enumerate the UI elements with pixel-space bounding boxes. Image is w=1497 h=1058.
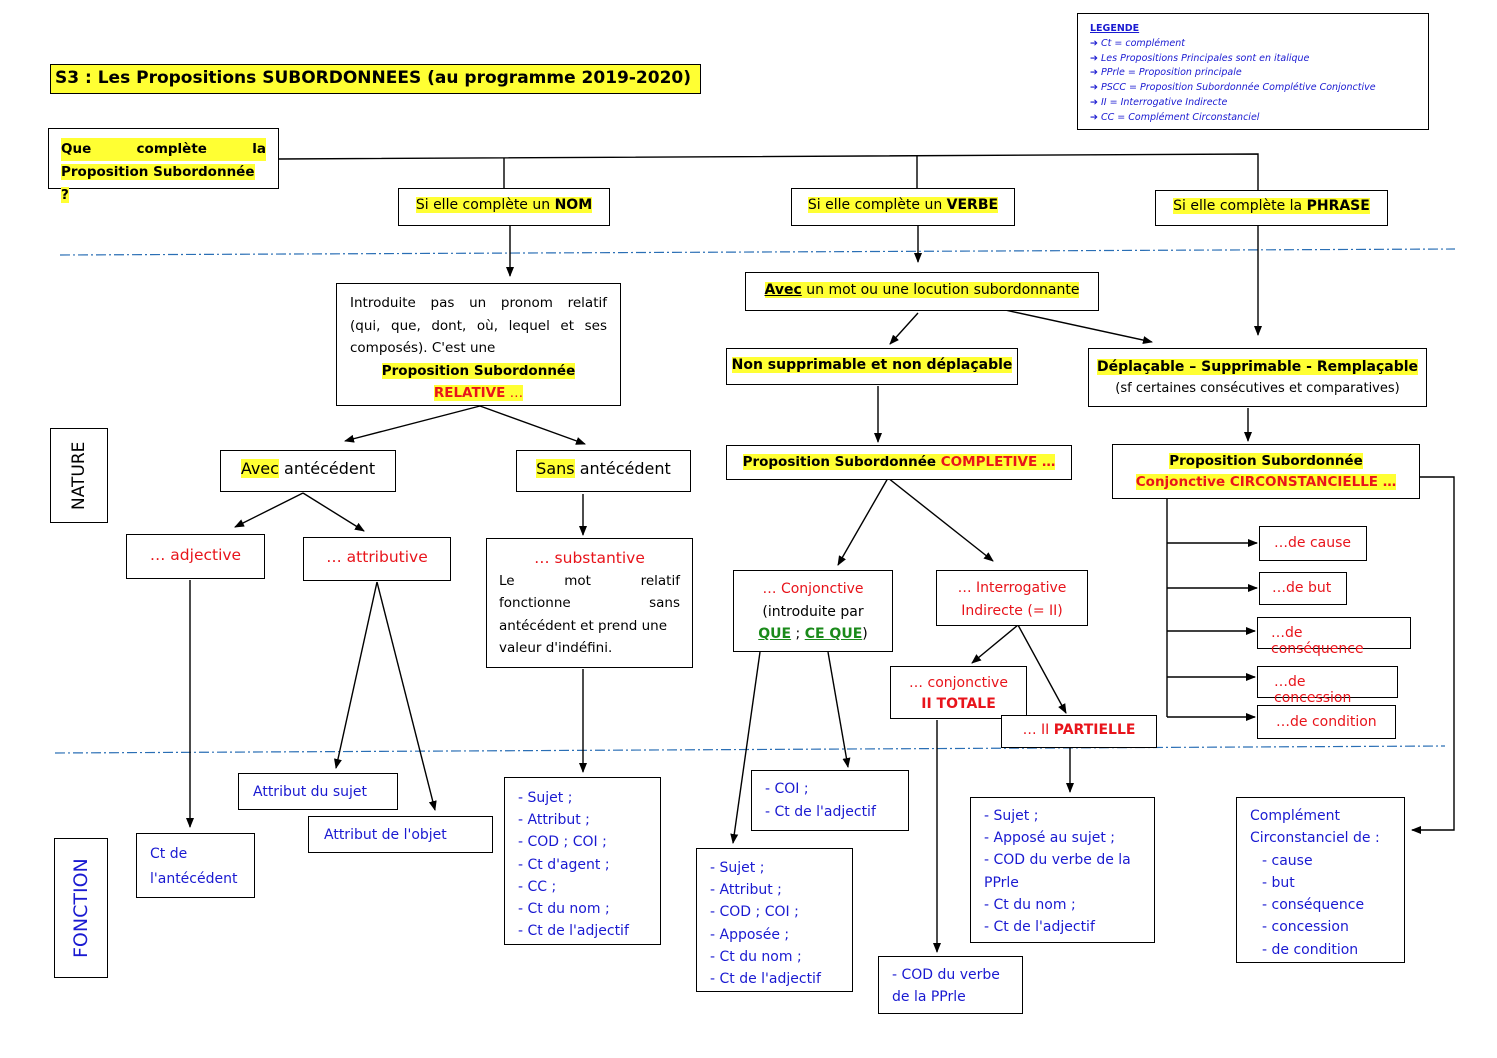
- fn-cod-pprle-box: - COD du verbe de la PPrle: [878, 956, 1023, 1014]
- root-line2: Proposition Subordonnée ?: [61, 164, 255, 203]
- fn-substantive-box: - Sujet ; - Attribut ; - COD ; COI ; - C…: [504, 777, 661, 945]
- conjonctive-box: … Conjonctive (introduite par QUE ; CE Q…: [733, 570, 893, 652]
- non-supprimable-box: Non supprimable et non déplaçable: [726, 348, 1018, 385]
- circ-type-cause: …de cause: [1259, 526, 1367, 561]
- circ-type-consequence: …de conséquence: [1257, 617, 1411, 657]
- avec-antecedent-box: Avec antécédent: [220, 450, 396, 492]
- interrogative-box: … Interrogative Indirecte (= II): [936, 570, 1088, 626]
- fn-coi-box: - COI ; - Ct de l'adjectif: [751, 770, 909, 831]
- legend-item: ➔ Les Propositions Principales sont en i…: [1090, 52, 1310, 64]
- legend-item: ➔ II = Interrogative Indirecte: [1090, 96, 1228, 108]
- legend-item: ➔ PPrle = Proposition principale: [1090, 67, 1242, 79]
- circ-type-concession: …de concession: [1257, 666, 1398, 706]
- legend-item: ➔ Ct = complément: [1090, 37, 1185, 49]
- circ-type-condition: …de condition: [1257, 705, 1396, 739]
- branch-nom-box: Si elle complète un NOM: [398, 188, 610, 226]
- circ-type-but: …de but: [1259, 572, 1347, 605]
- divider-top: [59, 248, 1456, 256]
- attributive-box: … attributive: [303, 537, 451, 581]
- ii-totale-box: … conjonctive II TOTALE: [890, 666, 1027, 719]
- relative-box: Introduite pas un pronom relatif (qui, q…: [336, 283, 621, 406]
- completive-box: Proposition Subordonnée COMPLETIVE …: [726, 445, 1072, 480]
- legend-item: ➔ CC = Complément Circonstanciel: [1090, 111, 1260, 123]
- sans-antecedent-box: Sans antécédent: [516, 450, 691, 492]
- adjective-box: … adjective: [126, 534, 265, 579]
- circonstancielle-box: Proposition Subordonnée Conjonctive CIRC…: [1112, 444, 1420, 499]
- legend-box: LEGENDE ➔ Ct = complément ➔ Les Proposit…: [1077, 13, 1429, 130]
- nature-label-box: NATURE: [50, 428, 108, 523]
- deplacable-box: Déplaçable – Supprimable - Remplaçable (…: [1088, 348, 1427, 407]
- attribut-objet-box: Attribut de l'objet: [308, 816, 493, 853]
- branch-verbe-box: Si elle complète un VERBE: [791, 188, 1015, 226]
- attribut-sujet-box: Attribut du sujet: [238, 773, 398, 810]
- divider-bottom: [54, 745, 1446, 754]
- ct-antecedent-box: Ct de l'antécédent: [136, 833, 255, 898]
- fn-partielle-box: - Sujet ; - Apposé au sujet ; - COD du v…: [970, 797, 1155, 943]
- ii-partielle-box: … II PARTIELLE: [1001, 715, 1157, 748]
- fonction-label-box: FONCTION: [54, 838, 108, 978]
- fn-circ-box: Complément Circonstanciel de : - cause -…: [1236, 797, 1405, 963]
- legend-item: ➔ PSCC = Proposition Subordonnée Complét…: [1090, 82, 1376, 94]
- legend-title: LEGENDE: [1090, 23, 1140, 34]
- avec-mot-box: Avec un mot ou une locution subordonnant…: [745, 272, 1099, 311]
- branch-phrase-box: Si elle complète la PHRASE: [1155, 190, 1388, 226]
- page-title: S3 : Les Propositions SUBORDONNEES (au p…: [50, 64, 701, 94]
- fn-conjonctive-box: - Sujet ; - Attribut ; - COD ; COI ; - A…: [696, 848, 853, 992]
